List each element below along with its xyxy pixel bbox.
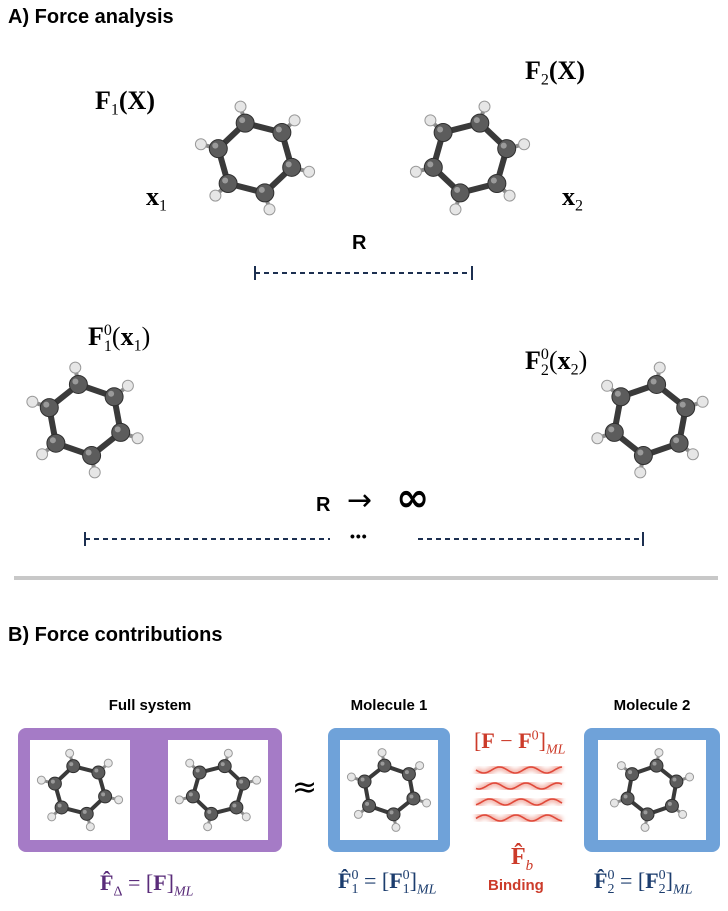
right-arrow-icon: → [347, 483, 373, 518]
molecule-1-icon [194, 100, 316, 216]
section-divider [14, 576, 718, 580]
full-system-box [18, 728, 282, 852]
benzene-molecule-icon [36, 748, 124, 832]
full-system-title: Full system [108, 697, 192, 714]
molecule-2-box [584, 728, 720, 852]
x1-label: x1 [146, 182, 167, 215]
distance-r-label: R [352, 232, 367, 254]
molecule-1-title: Molecule 1 [350, 697, 428, 714]
infinity-icon: ∞ [396, 475, 430, 521]
binding-force-label: F̂b [511, 844, 534, 874]
full-system-panel-1 [30, 740, 130, 840]
benzene-molecule-icon [609, 748, 695, 832]
molecule-1-box [328, 728, 450, 852]
section-a-title: A) Force analysis [8, 6, 174, 28]
x2-label: x2 [562, 182, 583, 215]
isolated-molecule-2-icon [591, 361, 709, 479]
distance-line-bottom [84, 532, 644, 546]
full-system-panel-2 [168, 740, 268, 840]
molecule-2-icon [409, 100, 531, 216]
molecule-2-panel [598, 740, 706, 840]
isolated-molecule-1-icon [26, 361, 144, 479]
binding-formula: [F − F0]ML [474, 728, 566, 758]
benzene-molecule-icon [174, 748, 262, 832]
force-f1-label: F1(X) [95, 86, 155, 119]
force-f2-label: F2(X) [525, 56, 585, 89]
molecule-2-title: Molecule 2 [613, 697, 691, 714]
wavy-lines-icon [474, 763, 564, 825]
binding-label: Binding [488, 877, 544, 894]
section-b-title: B) Force contributions [8, 624, 223, 646]
full-system-equation: F̂Δ = [F]ML [100, 870, 194, 900]
ellipsis: ••• [350, 528, 368, 544]
approx-symbol: ≈ [292, 770, 318, 805]
benzene-molecule-icon [346, 748, 432, 832]
distance-line-top [254, 266, 473, 280]
distance-r-infinity-label: R [316, 494, 331, 516]
molecule-1-panel [340, 740, 438, 840]
